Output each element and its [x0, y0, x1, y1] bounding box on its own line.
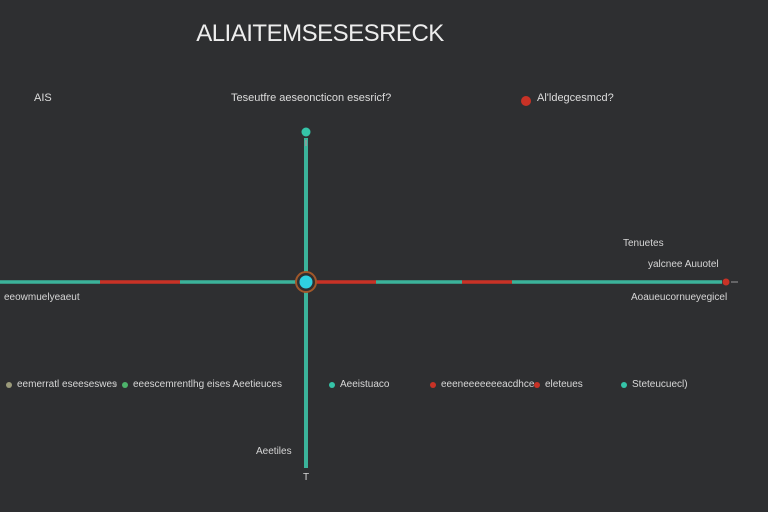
- legend-item: eleteues: [534, 379, 583, 390]
- legend-item: eeeneeeeeeeacdhce: [430, 379, 534, 390]
- center-node: [299, 275, 313, 289]
- legend-label: Aeeistuaco: [340, 379, 390, 390]
- legend-item: Steteucuecl): [621, 379, 688, 390]
- right-label-upper: Tenuetes: [623, 238, 664, 249]
- right-label-lower: Aoaueucornueyegicel: [631, 292, 728, 303]
- legend-label: eleteues: [545, 379, 583, 390]
- legend-item: eemerratl eseeseswes: [6, 379, 117, 390]
- legend-label: Steteucuecl): [632, 379, 688, 390]
- left-axis-label: eeowmuelyeaeut: [4, 292, 80, 303]
- vertical-axis-top-node: [301, 127, 311, 137]
- legend-swatch: [621, 381, 627, 388]
- horizontal-axis-end-node: [722, 278, 730, 286]
- legend-swatch: [122, 381, 128, 388]
- legend-item: eeescemrentlhg eises Aeetieuces: [114, 379, 282, 390]
- top-right-marker: [521, 93, 531, 111]
- legend-label: eeeneeeeeeeacdhce: [441, 379, 535, 390]
- right-label-middle: yalcnee Auuotel: [648, 259, 719, 270]
- top-center-label: Teseutfre aeseoncticon esesricf?: [231, 92, 392, 104]
- bottom-axis-label: Aeetiles: [256, 446, 292, 457]
- legend-label: eeescemrentlhg eises Aeetieuces: [133, 379, 282, 390]
- top-right-label: Al'ldegcesmcd?: [537, 92, 614, 104]
- legend-swatch: [430, 381, 436, 388]
- legend-separator-dot: [114, 383, 117, 386]
- legend-label: eemerratl eseeseswes: [17, 379, 118, 390]
- legend-item: Aeeistuaco: [329, 379, 389, 390]
- legend-swatch: [329, 381, 335, 388]
- bottom-axis-tick-label: T: [303, 472, 310, 483]
- legend-swatch: [534, 381, 540, 388]
- legend: eemerratl eseeseswes eeescemrentlhg eise…: [0, 379, 768, 395]
- top-left-label: AIS: [34, 92, 52, 104]
- legend-swatch: [6, 381, 12, 388]
- diagram-title: ALIAITEMSESESRECK: [196, 20, 444, 47]
